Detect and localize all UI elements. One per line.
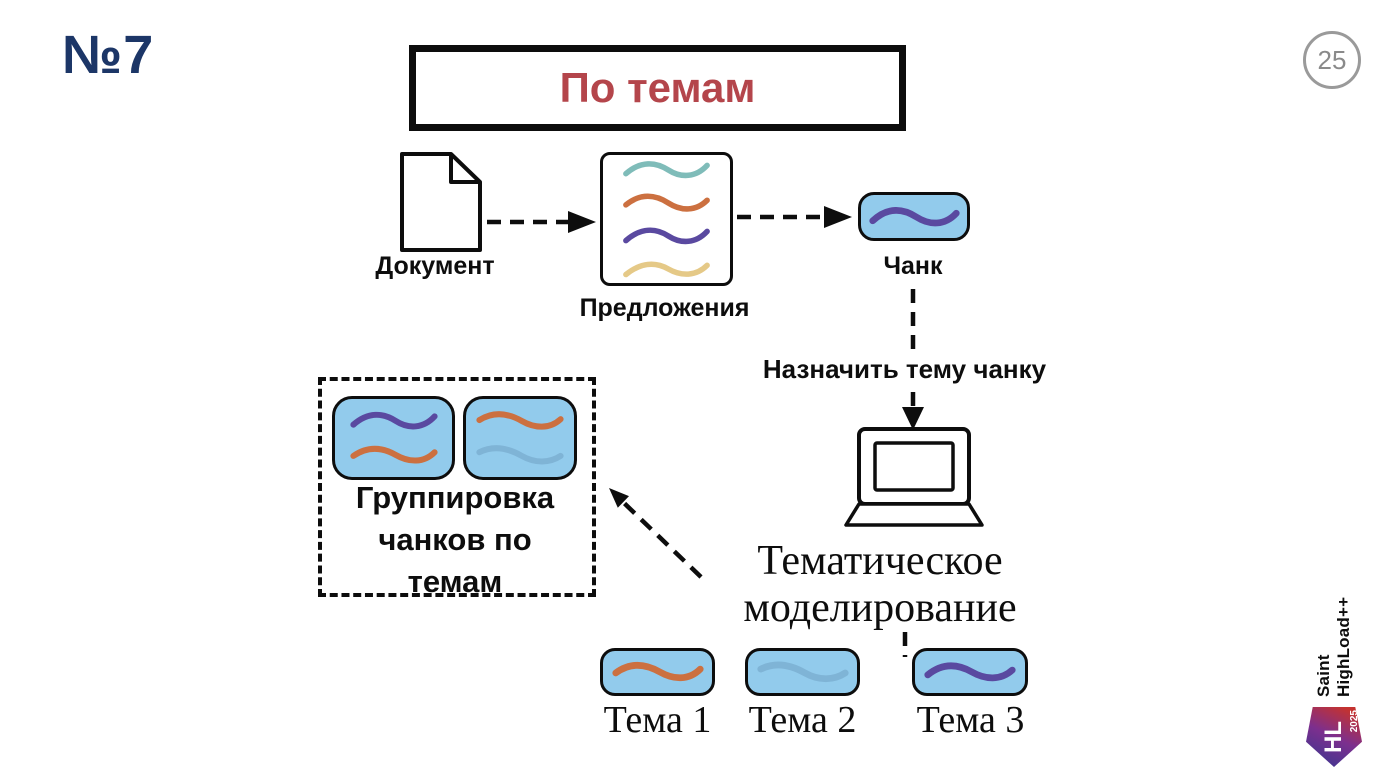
wave-purple-icon (868, 206, 960, 226)
topic-1-label: Тема 1 (603, 699, 712, 741)
wave-teal-icon (623, 160, 710, 178)
logo-text-line1: Saint (1313, 654, 1333, 697)
grouped-chunk-2 (463, 396, 577, 480)
sentences-box (600, 152, 733, 286)
wave-orange-icon (611, 661, 704, 682)
chunk-box (858, 192, 970, 241)
grouping-box (318, 377, 596, 597)
wave-purple-icon (349, 411, 438, 430)
grouping-label: Группировка чанков по темам (330, 477, 580, 603)
wave-lightblue-icon (476, 445, 564, 465)
logo-text: Saint HighLoad++ (1314, 597, 1354, 697)
sentences-label: Предложения (579, 294, 750, 322)
grouping-line2: чанков по (378, 522, 532, 557)
assign-topic-label: Назначить тему чанку (762, 354, 1047, 384)
wave-orange-icon (623, 193, 710, 212)
wave-orange-icon (476, 411, 564, 430)
wave-lightblue-icon (756, 661, 849, 683)
title-text: По темам (559, 64, 756, 111)
topic-3-label: Тема 3 (916, 699, 1025, 741)
topic-3-box (912, 648, 1028, 696)
grouping-line3: темам (407, 564, 503, 599)
laptop-icon (844, 427, 984, 527)
logo-monogram: HL (1320, 721, 1347, 753)
arrow-modeling-to-grouping (609, 488, 703, 579)
arrow-sentences-to-chunk (737, 206, 852, 228)
topic-1-box (600, 648, 715, 696)
wave-purple-icon (623, 227, 710, 244)
topic-2-label: Тема 2 (748, 699, 857, 741)
highload-logo-badge: HL 2025 (1306, 707, 1362, 767)
page-number-badge: 25 (1303, 31, 1361, 89)
topic-2-box (745, 648, 860, 696)
conference-logo: HL 2025 Saint HighLoad++ (1302, 585, 1366, 767)
wave-orange-icon (349, 445, 438, 464)
title-box: По темам (409, 45, 906, 131)
grouping-line1: Группировка (355, 480, 555, 515)
document-icon (400, 152, 482, 252)
topic-modeling-line1: Тематическое (757, 538, 1003, 584)
wave-purple-icon (924, 662, 1016, 682)
topic-modeling-line2: моделирование (743, 585, 1017, 631)
page-number: 25 (1317, 44, 1347, 75)
document-label: Документ (375, 252, 495, 280)
topic-modeling-label: Тематическое моделирование (700, 538, 1060, 632)
logo-year: 2025 (1349, 710, 1360, 733)
wave-tan-icon (623, 261, 710, 277)
grouped-chunk-1 (332, 396, 455, 480)
slide-number: №7 (62, 25, 155, 85)
arrow-document-to-sentences (487, 211, 596, 233)
chunk-label: Чанк (883, 252, 943, 280)
logo-text-line2: HighLoad++ (1334, 596, 1353, 697)
